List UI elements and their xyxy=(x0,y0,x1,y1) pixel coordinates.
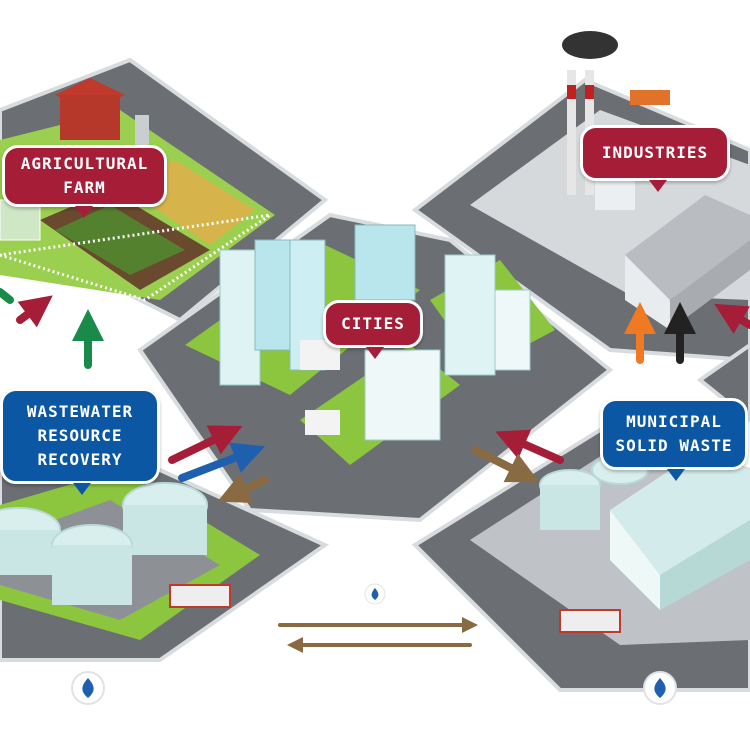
callout-agricultural-farm: AGRICULTURAL FARM xyxy=(2,145,167,218)
label-line-1: AGRICULTURAL xyxy=(20,154,149,173)
tower-6 xyxy=(494,289,531,371)
waste-plant-roof xyxy=(610,450,750,575)
callout-tail xyxy=(667,469,685,481)
callout-tail xyxy=(73,483,91,495)
callout-tail xyxy=(366,347,384,359)
water-drop-icon xyxy=(364,583,386,605)
arrow-red-municipal-to-city xyxy=(495,429,564,464)
callout-agricultural-farm-text: AGRICULTURAL FARM xyxy=(21,152,149,200)
callout-industries-text: INDUSTRIES xyxy=(602,141,708,165)
arrow-red-to-farm xyxy=(16,295,53,328)
arrow-brown-from-city xyxy=(217,473,269,503)
orange-tanks xyxy=(630,90,670,105)
tanker-truck-1 xyxy=(169,584,231,608)
callout-municipal: MUNICIPAL SOLID WASTE xyxy=(600,398,748,481)
farm-crop-rows xyxy=(55,205,185,275)
city-area xyxy=(185,224,555,465)
chimney-1 xyxy=(567,70,576,195)
flow-arrows xyxy=(0,288,750,653)
tanker-truck-2 xyxy=(559,609,621,633)
label-line-2: SOLID WASTE xyxy=(615,436,733,455)
wastewater-area xyxy=(0,470,260,640)
storage-tanks xyxy=(595,180,635,210)
municipal-area xyxy=(470,450,750,645)
label-line-1: CITIES xyxy=(341,314,405,333)
house-1 xyxy=(305,410,340,435)
clarifier-2-wall xyxy=(123,505,207,555)
label-line-3: RECOVERY xyxy=(37,450,123,469)
label-line-2: FARM xyxy=(63,178,106,197)
chimney-stripe-2 xyxy=(585,85,594,99)
smoke xyxy=(562,31,618,59)
factory-front xyxy=(625,255,670,330)
arrow-red-to-city xyxy=(168,425,243,464)
water-drop-icon xyxy=(71,671,105,705)
arrow-blue-to-city xyxy=(178,442,265,482)
label-line-1: INDUSTRIES xyxy=(601,143,709,162)
tower-4 xyxy=(354,224,416,301)
tower-1 xyxy=(219,249,261,386)
label-line-1: WASTEWATER xyxy=(26,402,134,421)
arrow-green-left xyxy=(0,288,14,304)
callout-cities-text: CITIES xyxy=(341,312,405,336)
digester-1-wall xyxy=(540,485,600,530)
clarifier-1-wall xyxy=(0,530,60,575)
farm-fence xyxy=(0,213,271,302)
callout-cities: CITIES xyxy=(323,300,423,359)
waste-plant-front xyxy=(610,510,660,610)
label-line-2: RESOURCE xyxy=(37,426,123,445)
label-line-1: MUNICIPAL xyxy=(626,412,722,431)
callout-industries: INDUSTRIES xyxy=(580,125,730,192)
water-drop-icon xyxy=(643,671,677,705)
arrow-red-to-industry xyxy=(714,303,750,334)
callout-tail xyxy=(75,206,93,218)
arrow-brown-city-to-municipal xyxy=(471,446,540,483)
callout-wastewater: WASTEWATER RESOURCE RECOVERY xyxy=(0,388,160,495)
waste-plant-side xyxy=(660,520,750,610)
silo xyxy=(135,115,149,150)
callout-municipal-text: MUNICIPAL SOLID WASTE xyxy=(616,410,733,458)
clarifier-3-wall xyxy=(52,545,132,605)
tower-7 xyxy=(364,349,441,441)
factory-roof xyxy=(625,195,750,300)
barn-body xyxy=(60,95,120,140)
callout-tail xyxy=(649,180,667,192)
chimney-stripe-1 xyxy=(567,85,576,99)
tower-5 xyxy=(444,254,496,376)
callout-wastewater-text: WASTEWATER RESOURCE RECOVERY xyxy=(27,400,133,472)
